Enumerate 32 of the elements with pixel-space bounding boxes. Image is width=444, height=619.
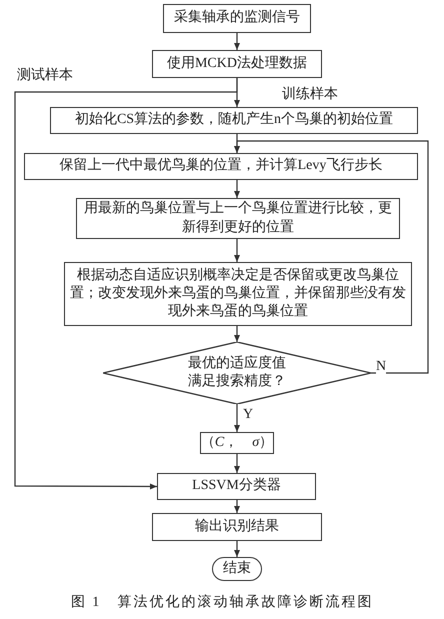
box-text: 初始化CS算法的参数，随机产生n个鸟巢的初始位置 [74,111,394,130]
box-text: 根据动态自适应识别概率决定是否保留或更改鸟巢位置；改变发现外来鸟蛋的鸟巢位置，并保留那些没有发现外来鸟蛋的鸟巢位置 [69,266,407,322]
box-text: 采集轴承的监测信号 [174,9,300,28]
arrow [14,78,238,490]
process-box [24,153,418,180]
box-text: 用最新的鸟巢位置与上一个鸟巢位置进行比较，更新得到更好的位置 [83,200,393,236]
process-box [50,107,418,134]
edge-label: N [376,359,386,374]
arrow [234,180,240,198]
arrow [234,500,240,513]
box-text: 使用MCKD法处理数据 [166,54,307,73]
process-box [152,513,322,541]
figure-caption: 图 1 算法优化的滚动轴承故障诊断流程图 [70,593,374,611]
arrow [234,454,240,473]
edge-label: 测试样本 [17,68,73,84]
box-text: 输出识别结果 [195,518,279,536]
process-box [152,50,322,78]
arrow [234,239,240,262]
arrow [234,140,429,374]
process-box [157,473,316,500]
arrow [234,326,240,342]
box-text: LSSVM分类器 [192,477,281,496]
box-text: 保留上一代中最优鸟巢的位置，并计算Levy飞行步长 [60,157,382,176]
terminal-box [212,557,262,581]
arrow [234,541,240,557]
box-text: 结束 [223,560,251,578]
arrow [234,33,240,50]
box-text: 最优的适应度值满足搜索精度？ [187,354,287,391]
arrow [234,404,240,432]
edge-label: 训练样本 [282,87,338,102]
process-box [163,4,311,33]
box-text: （C， σ） [200,434,274,452]
